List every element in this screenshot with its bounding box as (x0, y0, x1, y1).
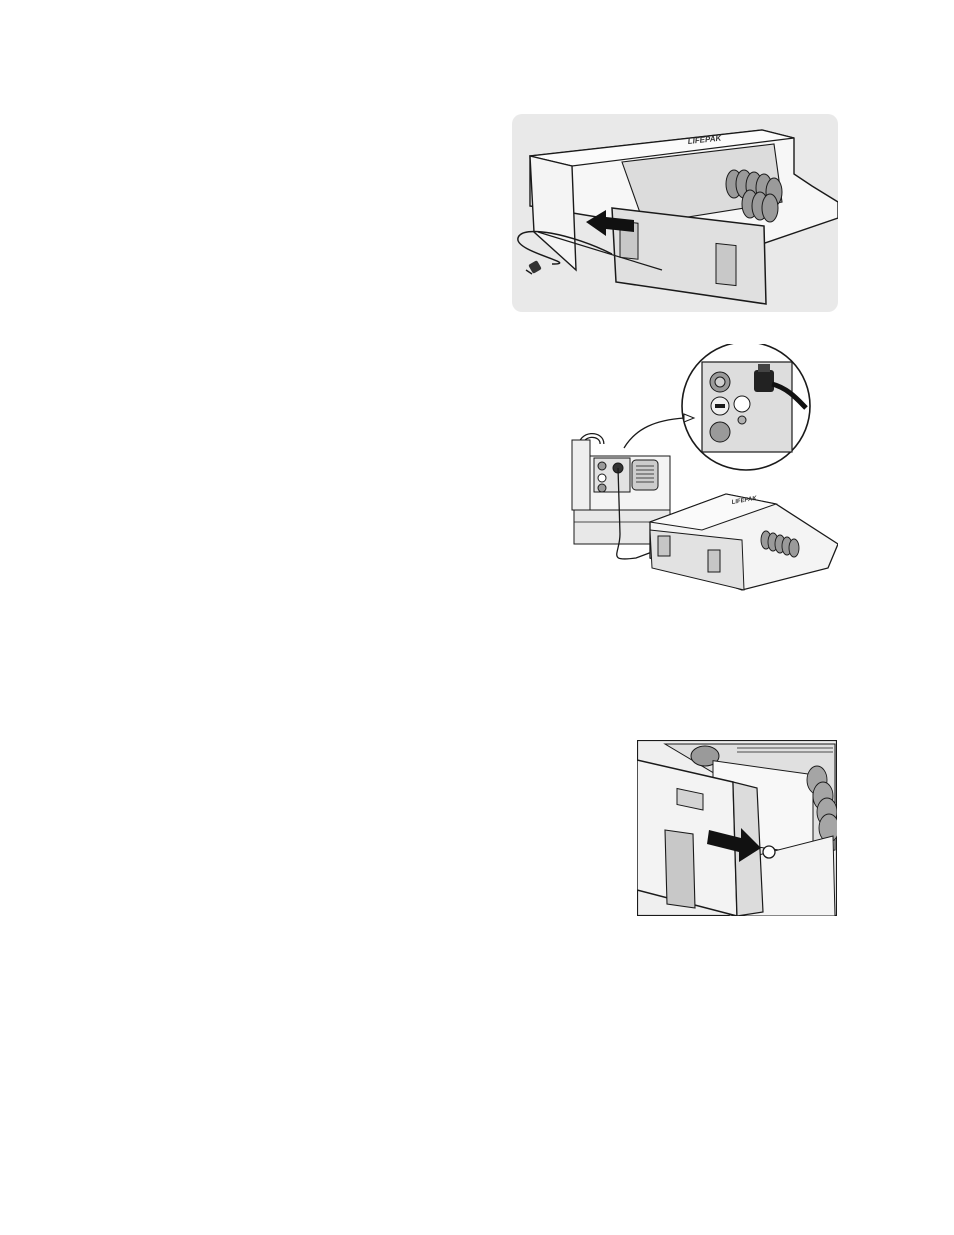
panel-latch-right (716, 243, 736, 285)
panel-latch (665, 830, 695, 908)
figure-3-svg (637, 740, 837, 916)
figure-1-svg: LIFEPAK (512, 114, 838, 312)
figure-2-svg: LIFEPAK (566, 344, 838, 592)
figure-3-illustration (637, 740, 837, 916)
figure-2-illustration: LIFEPAK (566, 344, 838, 592)
hinge-pin (763, 846, 775, 858)
figure-1-illustration: LIFEPAK (512, 114, 838, 312)
